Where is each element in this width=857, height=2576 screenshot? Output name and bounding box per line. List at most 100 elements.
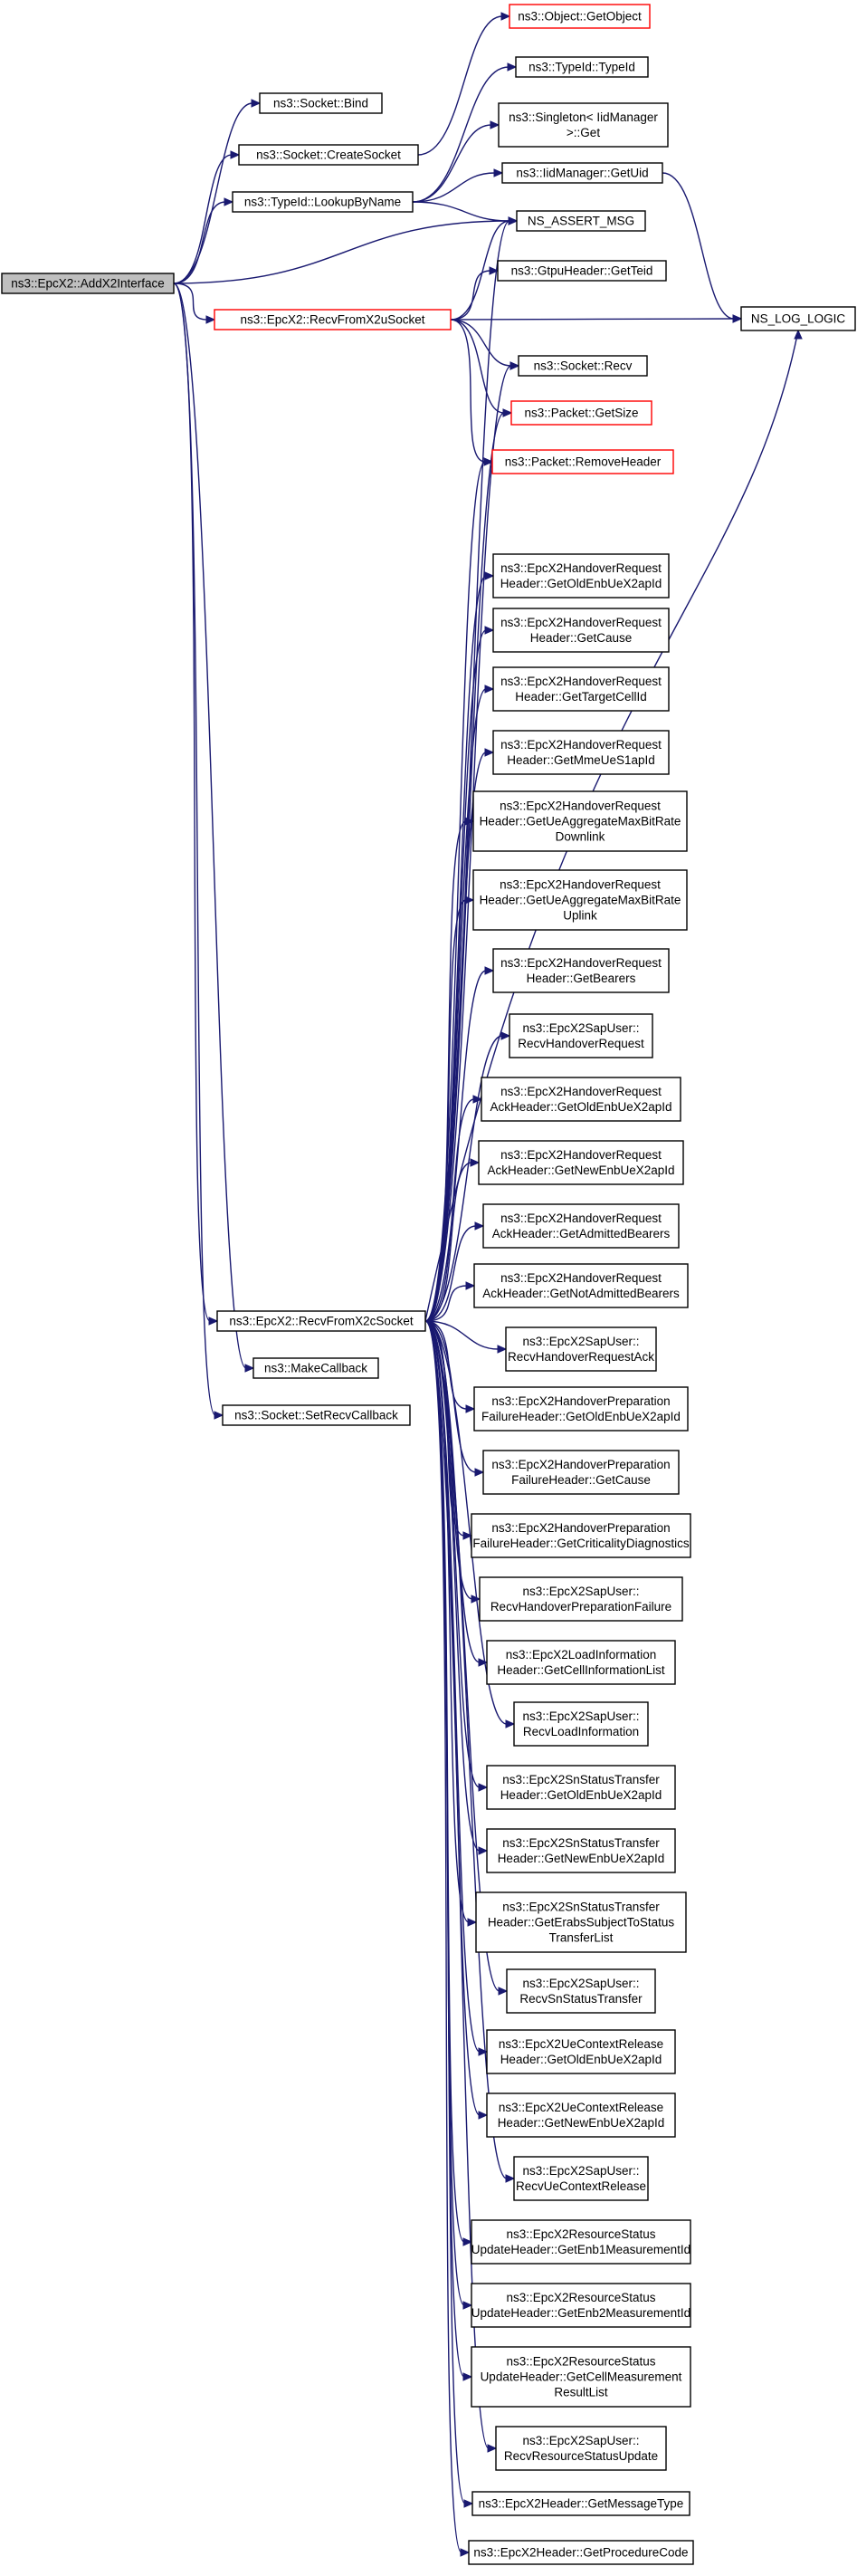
node-t29[interactable]: ns3::EpcX2ResourceStatusUpdateHeader::Ge… bbox=[471, 2346, 691, 2408]
node-recv[interactable]: ns3::Socket::Recv bbox=[518, 355, 648, 377]
node-box[interactable] bbox=[497, 260, 667, 282]
node-singleton[interactable]: ns3::Singleton< IidManager>::Get bbox=[498, 102, 669, 148]
node-box[interactable] bbox=[491, 449, 674, 474]
node-t18[interactable]: ns3::EpcX2LoadInformationHeader::GetCell… bbox=[486, 1640, 676, 1685]
node-box[interactable] bbox=[473, 1386, 689, 1432]
node-t27[interactable]: ns3::EpcX2ResourceStatusUpdateHeader::Ge… bbox=[471, 2219, 691, 2265]
node-getobject[interactable]: ns3::Object::GetObject bbox=[509, 4, 651, 29]
node-box[interactable] bbox=[471, 2283, 691, 2328]
node-box[interactable] bbox=[513, 1701, 649, 1747]
node-t21[interactable]: ns3::EpcX2SnStatusTransferHeader::GetNew… bbox=[486, 1828, 676, 1873]
node-box[interactable] bbox=[471, 2346, 691, 2408]
node-t2[interactable]: ns3::EpcX2HandoverRequestHeader::GetCaus… bbox=[492, 608, 670, 653]
node-getsize[interactable]: ns3::Packet::GetSize bbox=[510, 400, 652, 426]
node-bind[interactable]: ns3::Socket::Bind bbox=[259, 92, 383, 114]
node-box[interactable] bbox=[515, 56, 649, 78]
node-box[interactable] bbox=[216, 1310, 426, 1332]
node-box[interactable] bbox=[468, 2540, 694, 2565]
node-box[interactable] bbox=[481, 1077, 681, 1122]
node-t16[interactable]: ns3::EpcX2HandoverPreparationFailureHead… bbox=[471, 1513, 691, 1558]
node-box[interactable] bbox=[509, 4, 651, 29]
node-t30[interactable]: ns3::EpcX2SapUser::RecvResourceStatusUpd… bbox=[495, 2426, 667, 2471]
node-box[interactable] bbox=[482, 1450, 680, 1495]
node-t19[interactable]: ns3::EpcX2SapUser::RecvLoadInformation bbox=[513, 1701, 649, 1747]
node-createsocket[interactable]: ns3::Socket::CreateSocket bbox=[238, 144, 419, 166]
node-box[interactable] bbox=[518, 355, 648, 377]
node-t1[interactable]: ns3::EpcX2HandoverRequestHeader::GetOldE… bbox=[492, 553, 670, 599]
node-box[interactable] bbox=[498, 102, 669, 148]
node-loglogic[interactable]: NS_LOG_LOGIC bbox=[740, 306, 856, 331]
node-typeid[interactable]: ns3::TypeId::TypeId bbox=[515, 56, 649, 78]
node-t8[interactable]: ns3::EpcX2SapUser::RecvHandoverRequest bbox=[509, 1013, 653, 1058]
node-box[interactable] bbox=[473, 1263, 689, 1308]
node-t5[interactable]: ns3::EpcX2HandoverRequestHeader::GetUeAg… bbox=[472, 790, 688, 852]
node-box[interactable] bbox=[486, 2092, 676, 2138]
node-box[interactable] bbox=[513, 2156, 649, 2201]
node-box[interactable] bbox=[486, 1828, 676, 1873]
node-box[interactable] bbox=[475, 1891, 687, 1953]
node-t10[interactable]: ns3::EpcX2HandoverRequestAckHeader::GetN… bbox=[478, 1140, 684, 1185]
node-t6[interactable]: ns3::EpcX2HandoverRequestHeader::GetUeAg… bbox=[472, 869, 688, 931]
node-removeheader[interactable]: ns3::Packet::RemoveHeader bbox=[491, 449, 674, 474]
node-box[interactable] bbox=[492, 666, 670, 712]
node-box[interactable] bbox=[232, 191, 414, 213]
node-root[interactable]: ns3::EpcX2::AddX2Interface bbox=[1, 273, 175, 294]
node-box[interactable] bbox=[505, 1326, 657, 1372]
node-t17[interactable]: ns3::EpcX2SapUser::RecvHandoverPreparati… bbox=[479, 1576, 683, 1622]
node-box[interactable] bbox=[501, 162, 663, 184]
node-box[interactable] bbox=[259, 92, 383, 114]
node-box[interactable] bbox=[471, 1513, 691, 1558]
node-box[interactable] bbox=[492, 730, 670, 775]
node-box[interactable] bbox=[471, 2491, 690, 2516]
node-box[interactable] bbox=[222, 1404, 411, 1426]
node-t12[interactable]: ns3::EpcX2HandoverRequestAckHeader::GetN… bbox=[473, 1263, 689, 1308]
node-rfx2u[interactable]: ns3::EpcX2::RecvFromX2uSocket bbox=[214, 309, 452, 330]
node-box[interactable] bbox=[486, 1765, 676, 1810]
node-t22[interactable]: ns3::EpcX2SnStatusTransferHeader::GetEra… bbox=[475, 1891, 687, 1953]
node-box[interactable] bbox=[509, 1013, 653, 1058]
node-t24[interactable]: ns3::EpcX2UeContextReleaseHeader::GetOld… bbox=[486, 2029, 676, 2074]
node-box[interactable] bbox=[472, 790, 688, 852]
node-t9[interactable]: ns3::EpcX2HandoverRequestAckHeader::GetO… bbox=[481, 1077, 681, 1122]
node-box[interactable] bbox=[492, 948, 670, 993]
node-t3[interactable]: ns3::EpcX2HandoverRequestHeader::GetTarg… bbox=[492, 666, 670, 712]
node-box[interactable] bbox=[492, 553, 670, 599]
node-t4[interactable]: ns3::EpcX2HandoverRequestHeader::GetMmeU… bbox=[492, 730, 670, 775]
node-box[interactable] bbox=[492, 608, 670, 653]
node-t13[interactable]: ns3::EpcX2SapUser::RecvHandoverRequestAc… bbox=[505, 1326, 657, 1372]
node-box[interactable] bbox=[238, 144, 419, 166]
node-box[interactable] bbox=[486, 2029, 676, 2074]
node-setrecv[interactable]: ns3::Socket::SetRecvCallback bbox=[222, 1404, 411, 1426]
node-box[interactable] bbox=[495, 2426, 667, 2471]
node-t11[interactable]: ns3::EpcX2HandoverRequestAckHeader::GetA… bbox=[482, 1203, 680, 1249]
node-box[interactable] bbox=[214, 309, 452, 330]
node-t20[interactable]: ns3::EpcX2SnStatusTransferHeader::GetOld… bbox=[486, 1765, 676, 1810]
node-t14[interactable]: ns3::EpcX2HandoverPreparationFailureHead… bbox=[473, 1386, 689, 1432]
node-box[interactable] bbox=[252, 1357, 379, 1379]
node-t7[interactable]: ns3::EpcX2HandoverRequestHeader::GetBear… bbox=[492, 948, 670, 993]
node-lookup[interactable]: ns3::TypeId::LookupByName bbox=[232, 191, 414, 213]
node-box[interactable] bbox=[471, 2219, 691, 2265]
node-t23[interactable]: ns3::EpcX2SapUser::RecvSnStatusTransfer bbox=[506, 1968, 656, 2014]
node-getuid[interactable]: ns3::IidManager::GetUid bbox=[501, 162, 663, 184]
node-box[interactable] bbox=[506, 1968, 656, 2014]
node-t32[interactable]: ns3::EpcX2Header::GetProcedureCode bbox=[468, 2540, 694, 2565]
node-box[interactable] bbox=[482, 1203, 680, 1249]
node-box[interactable] bbox=[1, 273, 175, 294]
node-box[interactable] bbox=[486, 1640, 676, 1685]
node-assert[interactable]: NS_ASSERT_MSG bbox=[516, 210, 646, 232]
node-t28[interactable]: ns3::EpcX2ResourceStatusUpdateHeader::Ge… bbox=[471, 2283, 691, 2328]
node-rfx2c[interactable]: ns3::EpcX2::RecvFromX2cSocket bbox=[216, 1310, 426, 1332]
node-getteid[interactable]: ns3::GtpuHeader::GetTeid bbox=[497, 260, 667, 282]
node-t25[interactable]: ns3::EpcX2UeContextReleaseHeader::GetNew… bbox=[486, 2092, 676, 2138]
node-box[interactable] bbox=[479, 1576, 683, 1622]
node-box[interactable] bbox=[510, 400, 652, 426]
node-t31[interactable]: ns3::EpcX2Header::GetMessageType bbox=[471, 2491, 690, 2516]
node-box[interactable] bbox=[740, 306, 856, 331]
node-box[interactable] bbox=[478, 1140, 684, 1185]
node-t15[interactable]: ns3::EpcX2HandoverPreparationFailureHead… bbox=[482, 1450, 680, 1495]
node-t26[interactable]: ns3::EpcX2SapUser::RecvUeContextRelease bbox=[513, 2156, 649, 2201]
node-box[interactable] bbox=[516, 210, 646, 232]
node-makecb[interactable]: ns3::MakeCallback bbox=[252, 1357, 379, 1379]
node-box[interactable] bbox=[472, 869, 688, 931]
